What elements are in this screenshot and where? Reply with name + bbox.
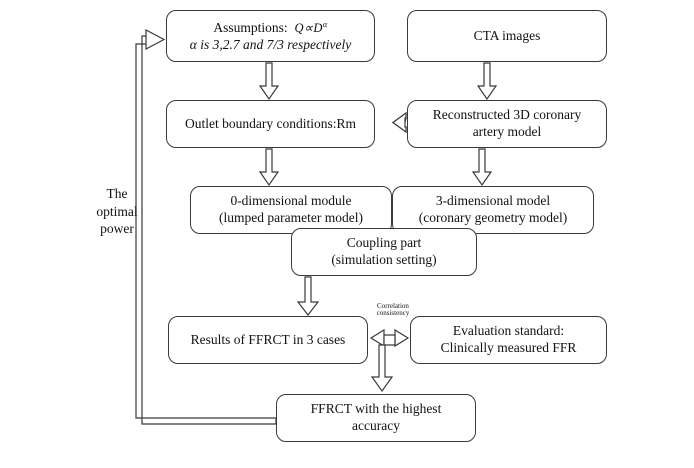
- feedback-loop-label: The optimal power: [86, 185, 148, 238]
- arrow-reconstructed-to-outlet-body: [391, 111, 407, 134]
- node-results-ffrct[interactable]: Results of FFRCT in 3 cases: [168, 316, 368, 364]
- formula-q: Q: [294, 20, 304, 35]
- three-dimensional-line2: (coronary geometry model): [418, 210, 568, 225]
- correlation-label-line1: Correlation: [377, 302, 409, 310]
- correlation-consistency-label: Correlation consistency: [364, 302, 422, 318]
- node-assumptions[interactable]: Assumptions: Q∝Dα α is 3,2.7 and 7/3 res…: [166, 10, 375, 62]
- arrow-correlation-to-final: [370, 344, 394, 393]
- node-coupling-part[interactable]: Coupling part (simulation setting): [291, 228, 477, 276]
- arrow-correlation-right: [394, 328, 410, 348]
- reconstructed-line1: Reconstructed 3D coronary: [432, 107, 582, 123]
- feedback-label-line3: power: [100, 221, 134, 237]
- evaluation-line2: Clinically measured FFR: [440, 340, 577, 355]
- reconstructed-line2: artery model: [472, 124, 542, 139]
- arrow-correlation-shaft: [383, 334, 396, 346]
- coupling-line1: Coupling part: [346, 235, 422, 251]
- formula-exponent: α: [322, 18, 328, 29]
- node-cta-images[interactable]: CTA images: [407, 10, 607, 62]
- cta-images-label: CTA images: [473, 27, 541, 43]
- arrow-reconstructed-to-three-dimensional: [471, 148, 493, 187]
- node-zero-dimensional-module[interactable]: 0-dimensional module (lumped parameter m…: [190, 186, 392, 234]
- arrow-coupling-to-results: [296, 276, 320, 316]
- outlet-label: Outlet boundary conditions:Rm: [185, 115, 356, 131]
- node-reconstructed-model[interactable]: Reconstructed 3D coronary artery model: [407, 100, 607, 148]
- assumptions-formula: Q∝Dα: [291, 18, 328, 35]
- node-outlet-boundary-conditions[interactable]: Outlet boundary conditions:Rm: [166, 100, 375, 148]
- coupling-line2: (simulation setting): [331, 252, 437, 267]
- results-label: Results of FFRCT in 3 cases: [190, 331, 346, 347]
- three-dimensional-line1: 3-dimensional model: [435, 193, 551, 209]
- evaluation-line1: Evaluation standard:: [452, 323, 565, 339]
- feedback-label-line2: optimal: [96, 203, 138, 219]
- final-line1: FFRCT with the highest: [310, 401, 442, 417]
- arrow-feedback-loop: [135, 29, 277, 425]
- arrow-correlation-left: [369, 328, 385, 348]
- node-evaluation-standard[interactable]: Evaluation standard: Clinically measured…: [410, 316, 607, 364]
- zero-dimensional-line1: 0-dimensional module: [230, 193, 352, 209]
- zero-dimensional-line2: (lumped parameter model): [219, 210, 363, 225]
- feedback-label-line1: The: [106, 186, 128, 201]
- formula-d: D: [313, 20, 323, 35]
- assumptions-prefix: Assumptions:: [213, 19, 288, 35]
- arrow-cta-to-reconstructed: [476, 62, 498, 101]
- arrow-assumptions-to-outlet: [258, 62, 280, 101]
- node-three-dimensional-model[interactable]: 3-dimensional model (coronary geometry m…: [392, 186, 594, 234]
- assumptions-line2: α is 3,2.7 and 7/3 respectively: [189, 36, 352, 52]
- formula-proportional-icon: ∝: [303, 20, 314, 35]
- node-final-ffrct-highest-accuracy[interactable]: FFRCT with the highest accuracy: [276, 394, 476, 442]
- arrow-outlet-to-zero-dimensional: [258, 148, 280, 187]
- final-line2: accuracy: [352, 418, 400, 433]
- correlation-label-line2: consistency: [376, 309, 410, 318]
